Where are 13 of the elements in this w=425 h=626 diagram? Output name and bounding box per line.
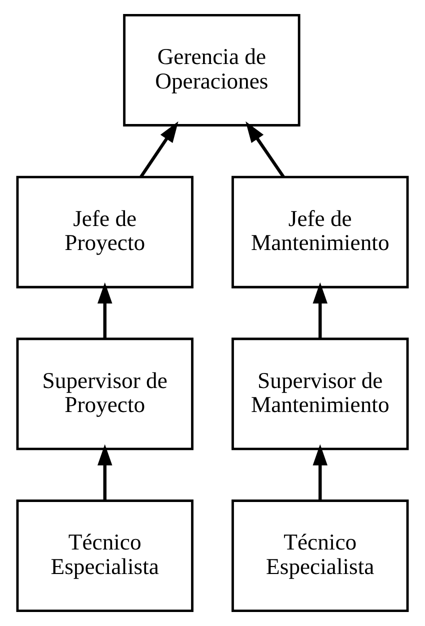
node-box: Supervisor de Mantenimiento xyxy=(232,338,409,450)
node-box: Técnico Especialista xyxy=(16,500,194,612)
node-box: Técnico Especialista xyxy=(232,500,409,612)
arrow xyxy=(98,282,112,339)
arrow xyxy=(246,121,285,178)
arrow xyxy=(312,282,328,339)
arrow xyxy=(98,444,112,500)
arrow xyxy=(140,121,178,178)
node-box: Gerencia de Operaciones xyxy=(123,14,300,126)
node-box: Jefe de Mantenimiento xyxy=(232,176,409,288)
node-box: Supervisor de Proyecto xyxy=(16,338,194,450)
node-box: Jefe de Proyecto xyxy=(16,176,194,288)
arrow xyxy=(312,444,328,500)
